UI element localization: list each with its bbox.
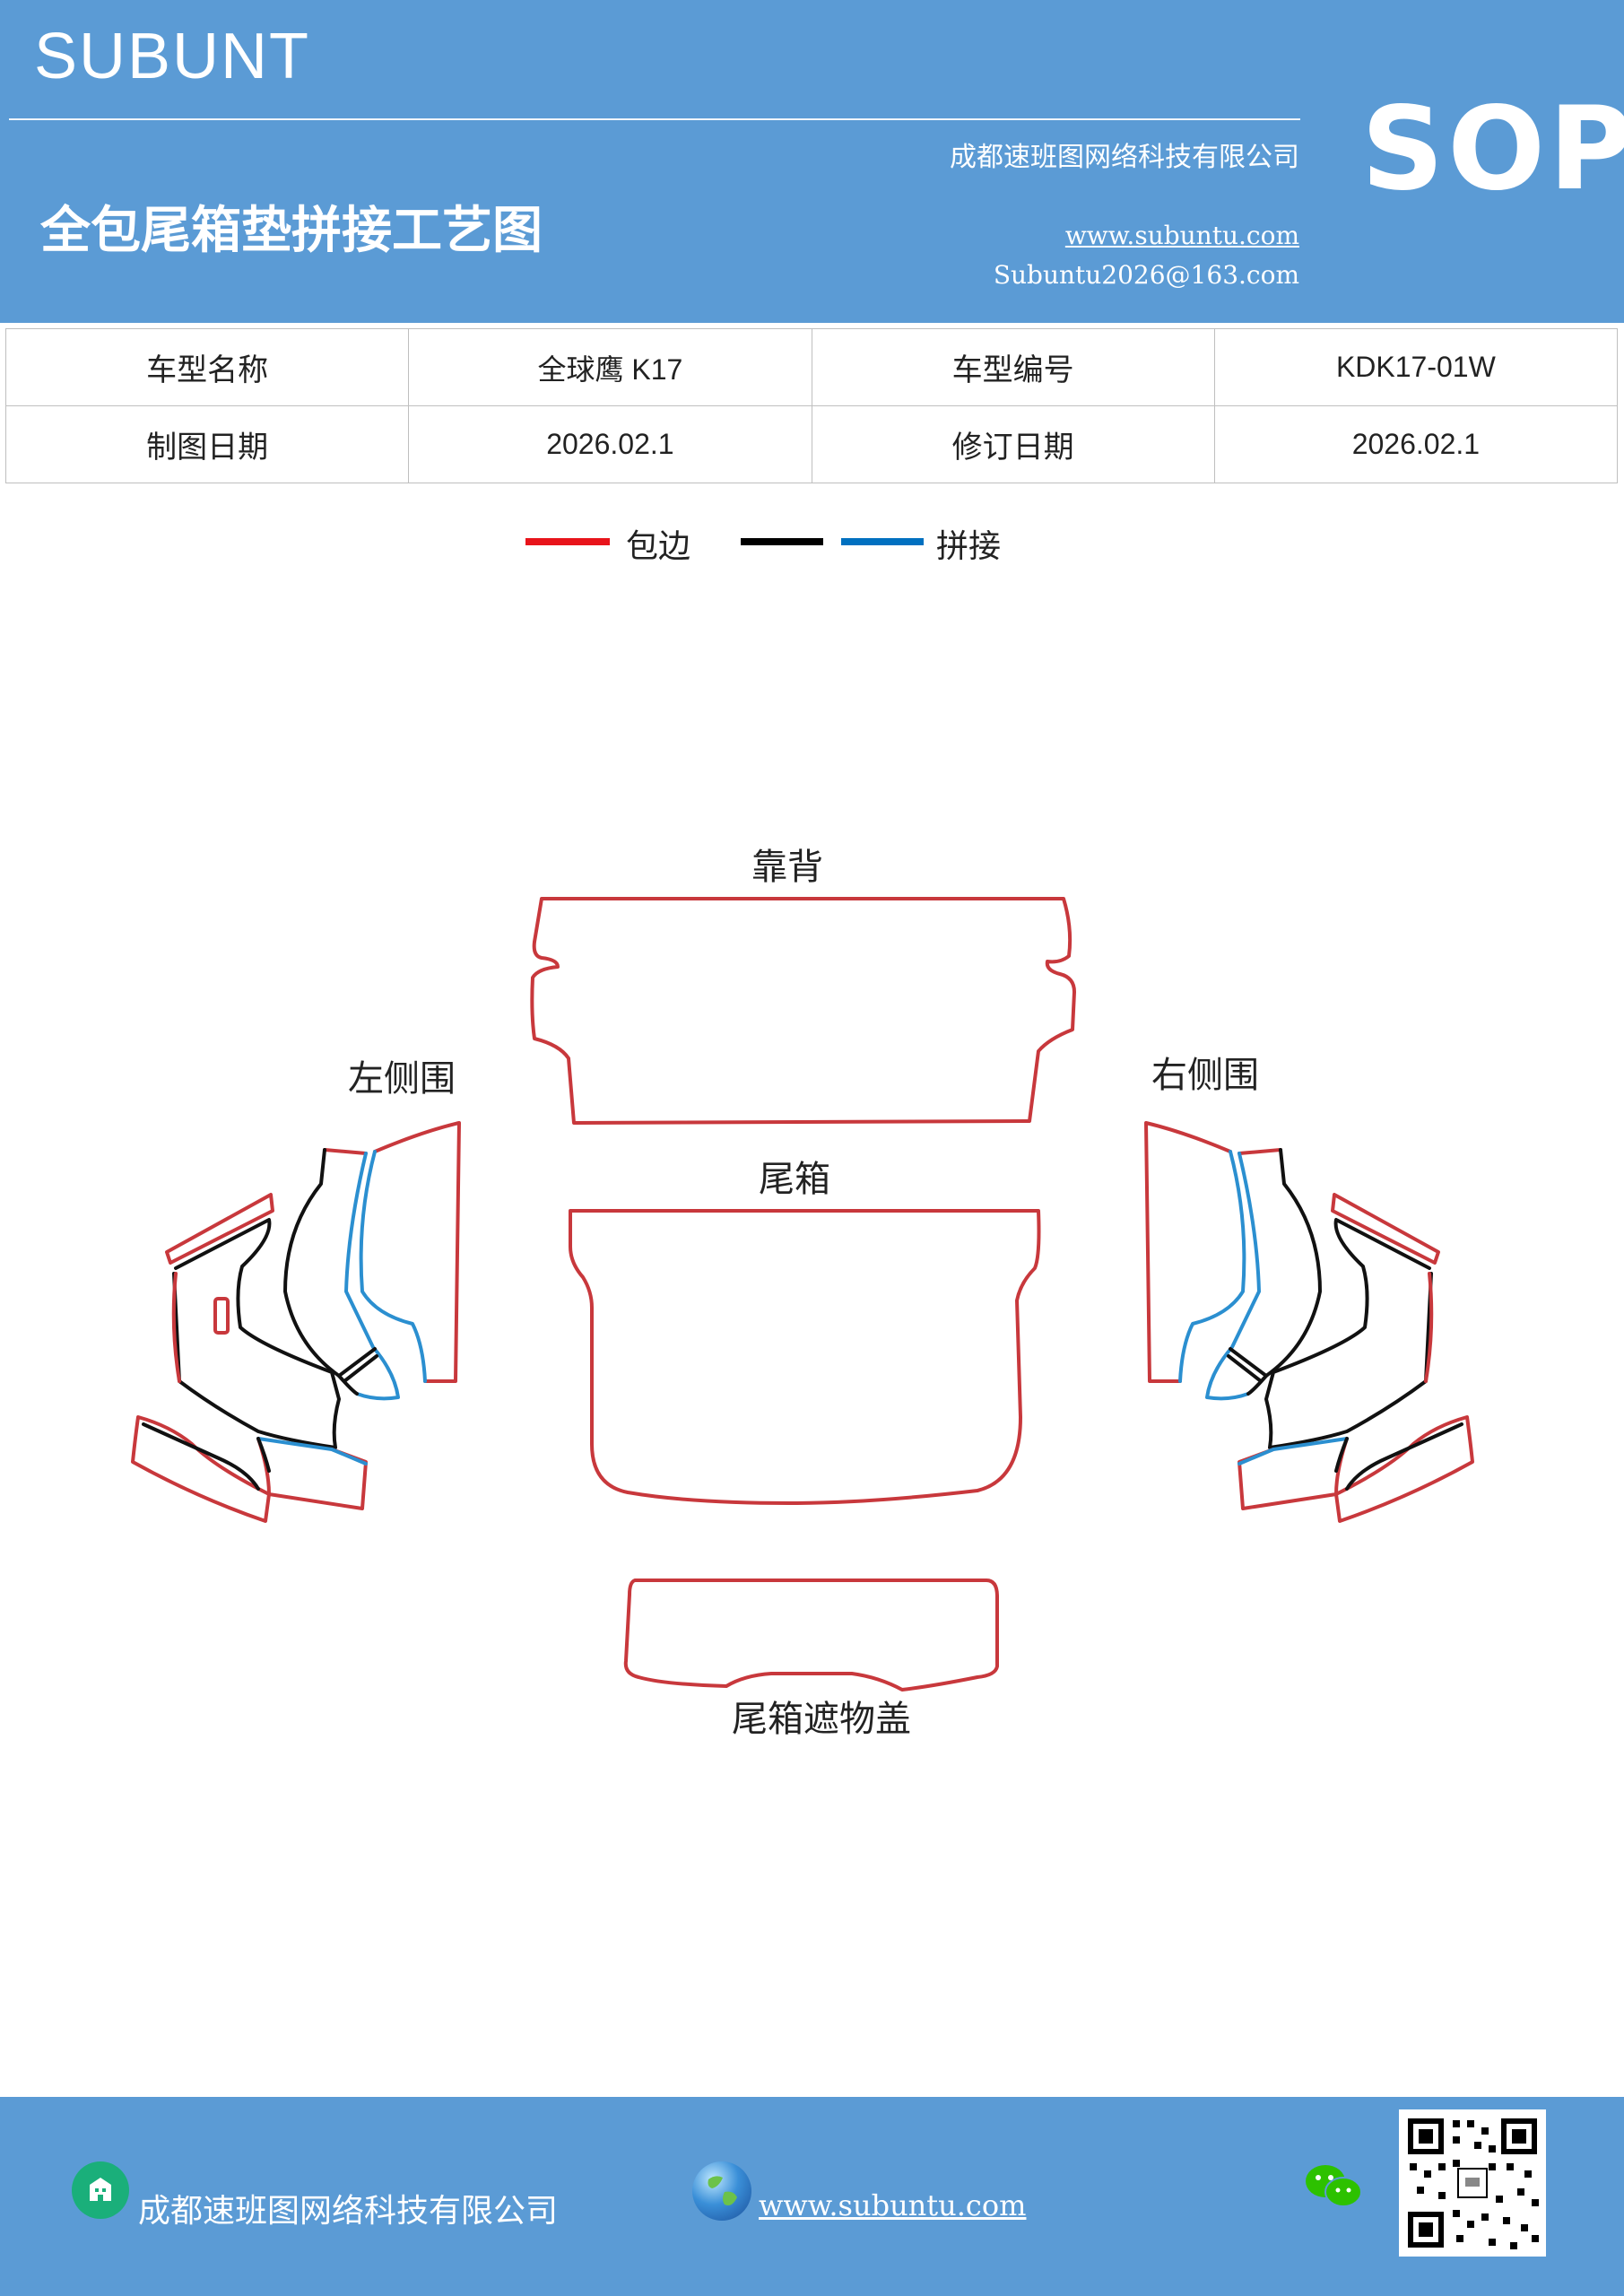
header-email: Subuntu2026@163.com (993, 260, 1299, 290)
label-trunk: 尾箱 (759, 1159, 830, 1200)
building-icon (72, 2161, 129, 2219)
legend-swatch-edging (525, 538, 610, 545)
label-model-code: 车型编号 (811, 328, 1215, 406)
footer-company: 成都速班图网络科技有限公司 (138, 2193, 559, 2230)
right-side-panels: 右侧围 (1144, 1055, 1474, 1523)
label-cargo-cover: 尾箱遮物盖 (732, 1699, 911, 1740)
footer-website-link[interactable]: www.subuntu.com (759, 2188, 1027, 2222)
legend-swatch-seam (741, 538, 823, 545)
footer-banner: 成都速班图网络科技有限公司 www.subuntu.com (0, 2097, 1624, 2296)
legend-label-edging: 包边 (626, 528, 691, 565)
label-model-name: 车型名称 (4, 328, 410, 406)
header-website-link[interactable]: www.subuntu.com (1064, 221, 1299, 250)
legend-swatch-splice (841, 538, 924, 545)
label-left-side: 左侧围 (348, 1058, 456, 1100)
table-row: 制图日期 2026.02.1 修订日期 2026.02.1 (4, 405, 1619, 483)
vehicle-info-table: 车型名称 全球鹰 K17 车型编号 KDK17-01W 制图日期 2026.02… (4, 328, 1619, 483)
legend: 包边 拼接 (0, 520, 1624, 574)
value-revise-date: 2026.02.1 (1213, 405, 1619, 483)
legend-label-splice: 拼接 (936, 528, 1002, 565)
label-draw-date: 制图日期 (4, 405, 410, 483)
brand-name: SUBUNT (34, 21, 311, 92)
table-row: 车型名称 全球鹰 K17 车型编号 KDK17-01W (4, 328, 1619, 406)
value-model-code: KDK17-01W (1213, 328, 1619, 406)
globe-icon (692, 2161, 751, 2221)
trunk-floor-panel (569, 1209, 1041, 1505)
header-divider (9, 118, 1300, 120)
header-company: 成都速班图网络科技有限公司 (950, 142, 1299, 173)
qr-code[interactable] (1399, 2109, 1546, 2257)
page-title: 全包尾箱垫拼接工艺图 (40, 202, 543, 260)
header-banner: SUBUNT 成都速班图网络科技有限公司 全包尾箱垫拼接工艺图 www.subu… (0, 0, 1624, 323)
value-model-name: 全球鹰 K17 (408, 328, 812, 406)
left-side-panels: 左侧围 (131, 1058, 461, 1523)
cargo-cover-panel (623, 1578, 999, 1692)
label-right-side: 右侧围 (1151, 1055, 1259, 1096)
wechat-icon[interactable] (1302, 2160, 1365, 2213)
label-backrest: 靠背 (751, 847, 823, 888)
value-draw-date: 2026.02.1 (408, 405, 812, 483)
backrest-panel (530, 897, 1076, 1125)
sop-badge: SOP (1361, 83, 1624, 216)
label-revise-date: 修订日期 (811, 405, 1215, 483)
